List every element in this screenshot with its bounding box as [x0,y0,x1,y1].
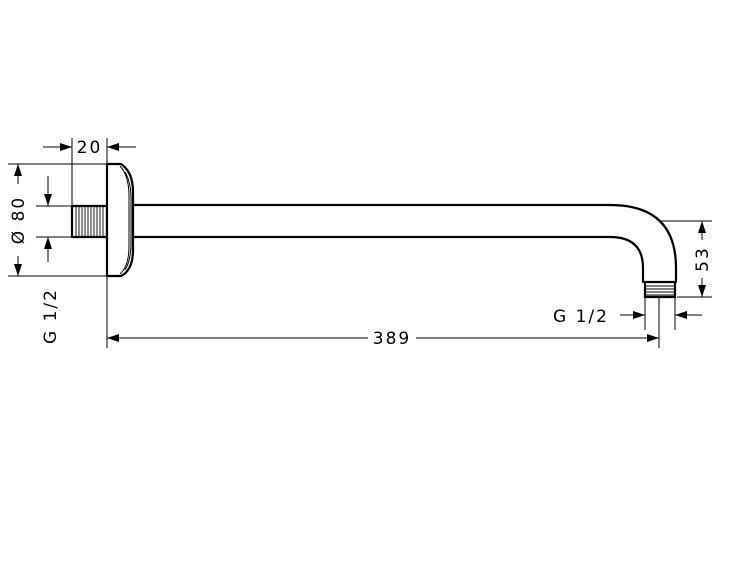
dimension-flange-depth: 20 [43,138,136,206]
inlet-thread-nipple [70,204,109,239]
flange-depth-label: 20 [77,138,103,158]
arm-length-label: 389 [373,329,411,349]
shower-arm-pipe [131,203,678,284]
flange-diameter-label: Ø 80 [9,196,29,244]
dimension-outlet-thread: G 1/2 [553,298,702,330]
dimension-inlet-thread: G 1/2 [36,176,72,344]
dimension-flange-diameter: Ø 80 [8,163,107,277]
dimension-arm-length: 389 [106,276,660,349]
dimension-drop-height: 53 [659,220,713,298]
outlet-thread-label: G 1/2 [553,307,609,327]
inlet-thread-label: G 1/2 [41,288,61,344]
wall-flange [105,162,135,278]
outlet-thread-end [643,280,677,299]
drop-height-label: 53 [693,246,713,272]
